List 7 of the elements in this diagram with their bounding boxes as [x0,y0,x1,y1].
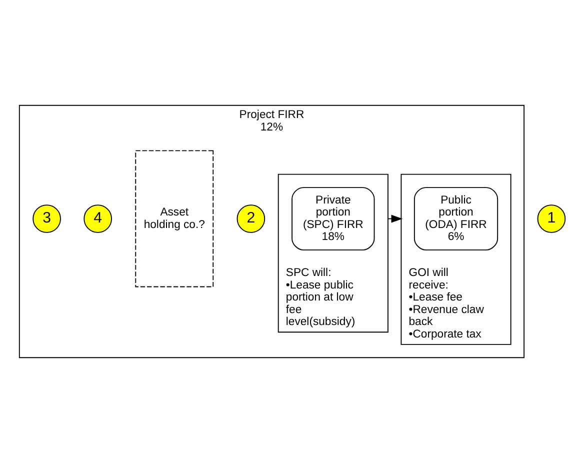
node-circle: 4 [84,204,112,233]
node-circle: 3 [32,204,61,233]
node-box: Asset holding co.? [135,150,214,288]
node-box: Private portion (SPC) FIRR 18% [292,187,375,250]
node-circle: 1 [537,204,566,233]
node-circle: 2 [236,204,266,233]
node-box: Public portion (ODA) FIRR 6% [414,187,498,250]
